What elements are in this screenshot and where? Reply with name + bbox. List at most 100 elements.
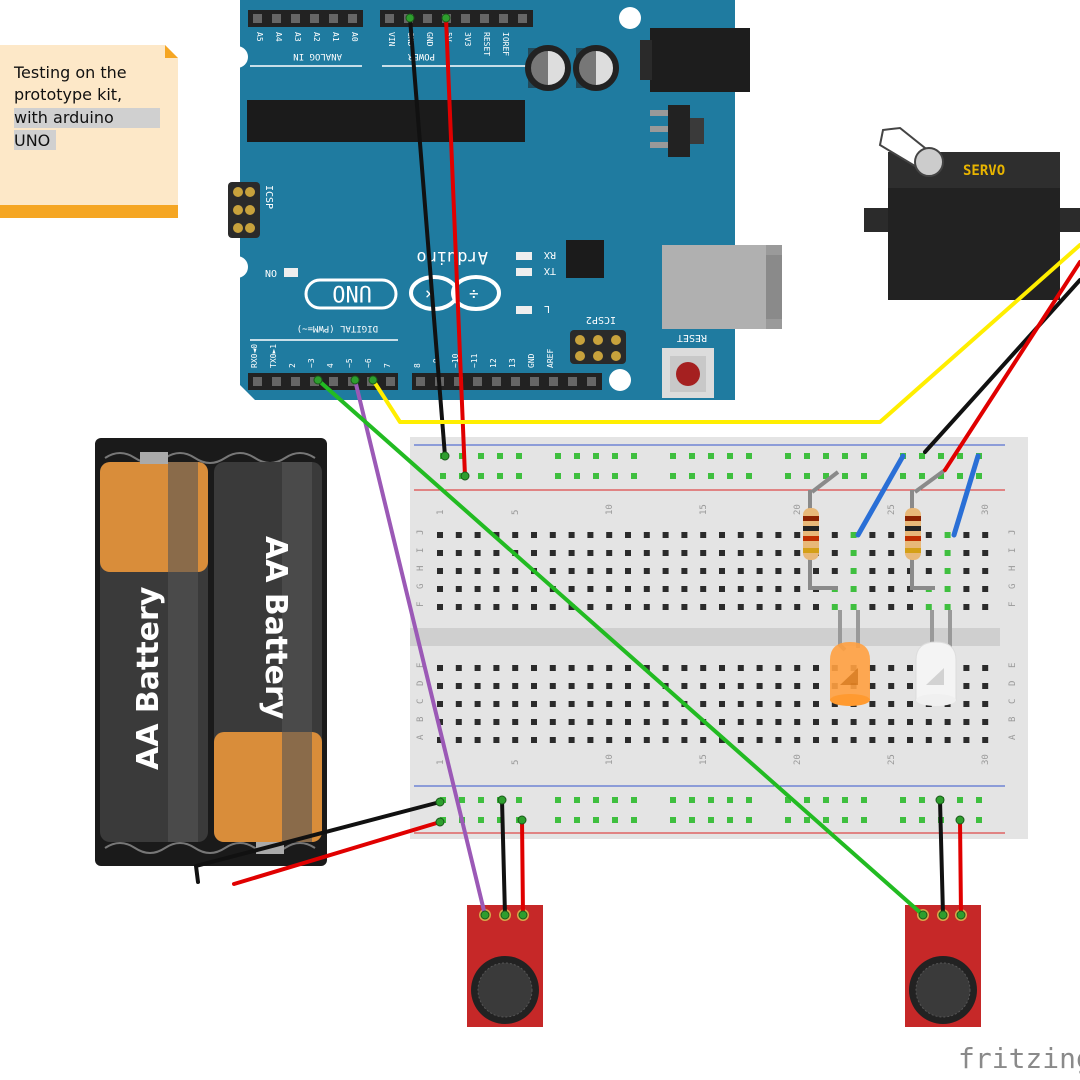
breadboard-hole[interactable]	[497, 817, 503, 823]
breadboard-hole[interactable]	[938, 453, 944, 459]
breadboard-hole[interactable]	[568, 665, 575, 671]
breadboard-hole[interactable]	[625, 737, 631, 743]
breadboard-hole[interactable]	[549, 683, 556, 689]
breadboard-hole[interactable]	[606, 737, 613, 743]
breadboard-hole[interactable]	[662, 604, 669, 610]
breadboard-hole[interactable]	[437, 568, 443, 574]
breadboard-hole[interactable]	[568, 532, 575, 538]
breadboard-hole[interactable]	[531, 586, 537, 592]
breadboard-hole[interactable]	[625, 532, 631, 538]
breadboard-hole[interactable]	[737, 586, 744, 592]
breadboard-hole[interactable]	[681, 665, 688, 671]
breadboard-hole[interactable]	[944, 568, 951, 574]
breadboard-hole[interactable]	[938, 473, 944, 479]
breadboard-hole[interactable]	[587, 532, 594, 538]
breadboard-hole[interactable]	[900, 797, 906, 803]
breadboard-hole[interactable]	[963, 586, 970, 592]
breadboard-hole[interactable]	[775, 737, 782, 743]
breadboard-hole[interactable]	[982, 604, 989, 610]
breadboard-hole[interactable]	[437, 683, 443, 689]
breadboard-hole[interactable]	[593, 817, 599, 823]
breadboard-hole[interactable]	[612, 817, 618, 823]
header-pin[interactable]	[461, 14, 470, 23]
wire-endpoint[interactable]	[938, 910, 948, 920]
breadboard-hole[interactable]	[662, 532, 669, 538]
breadboard-hole[interactable]	[813, 737, 819, 743]
header-pin[interactable]	[511, 377, 520, 386]
breadboard-hole[interactable]	[794, 665, 801, 671]
breadboard-hole[interactable]	[587, 586, 594, 592]
breadboard-hole[interactable]	[869, 665, 876, 671]
breadboard-hole[interactable]	[831, 550, 838, 556]
breadboard-hole[interactable]	[643, 550, 650, 556]
breadboard-hole[interactable]	[700, 737, 707, 743]
breadboard-hole[interactable]	[512, 737, 519, 743]
breadboard-hole[interactable]	[474, 586, 481, 592]
breadboard-hole[interactable]	[869, 550, 876, 556]
breadboard-hole[interactable]	[606, 683, 613, 689]
wire-servo-signal-yellow[interactable]	[371, 243, 1080, 424]
breadboard-hole[interactable]	[689, 797, 695, 803]
wire-mic1-vcc-red[interactable]	[520, 818, 525, 917]
wire-endpoint[interactable]	[368, 375, 378, 385]
breadboard-hole[interactable]	[574, 817, 580, 823]
breadboard-hole[interactable]	[842, 817, 848, 823]
breadboard-hole[interactable]	[957, 473, 963, 479]
breadboard-hole[interactable]	[813, 665, 819, 671]
breadboard-hole[interactable]	[493, 604, 500, 610]
wire-5v-red[interactable]	[444, 16, 467, 478]
breadboard-hole[interactable]	[625, 568, 631, 574]
breadboard-hole[interactable]	[708, 817, 714, 823]
breadboard-hole[interactable]	[842, 473, 848, 479]
breadboard-hole[interactable]	[455, 665, 462, 671]
breadboard-hole[interactable]	[625, 665, 631, 671]
breadboard-hole[interactable]	[737, 665, 744, 671]
header-pin[interactable]	[291, 377, 300, 386]
breadboard-hole[interactable]	[455, 719, 462, 725]
breadboard-hole[interactable]	[794, 737, 801, 743]
breadboard-hole[interactable]	[869, 737, 876, 743]
wire-endpoint[interactable]	[441, 13, 451, 23]
breadboard-hole[interactable]	[719, 604, 725, 610]
wire-servo-vcc-red[interactable]	[943, 260, 1080, 472]
breadboard-hole[interactable]	[606, 719, 613, 725]
breadboard-hole[interactable]	[606, 604, 613, 610]
breadboard-hole[interactable]	[813, 568, 819, 574]
header-pin[interactable]	[587, 377, 596, 386]
breadboard-hole[interactable]	[907, 719, 913, 725]
breadboard-hole[interactable]	[775, 550, 782, 556]
breadboard-hole[interactable]	[574, 453, 580, 459]
breadboard-hole[interactable]	[831, 604, 838, 610]
breadboard-hole[interactable]	[737, 604, 744, 610]
wire-endpoint[interactable]	[460, 471, 470, 481]
breadboard-hole[interactable]	[549, 568, 556, 574]
breadboard-hole[interactable]	[493, 550, 500, 556]
wire-battery-red[interactable]	[232, 820, 442, 886]
breadboard-hole[interactable]	[681, 719, 688, 725]
breadboard-hole[interactable]	[631, 797, 637, 803]
breadboard-hole[interactable]	[831, 719, 838, 725]
breadboard-hole[interactable]	[493, 532, 500, 538]
breadboard-hole[interactable]	[512, 604, 519, 610]
breadboard-hole[interactable]	[869, 604, 876, 610]
wire-endpoint[interactable]	[497, 795, 507, 805]
header-pin[interactable]	[568, 377, 577, 386]
wire-mic2-vcc-red[interactable]	[958, 818, 963, 917]
breadboard-hole[interactable]	[756, 550, 763, 556]
header-pin[interactable]	[386, 377, 395, 386]
breadboard-hole[interactable]	[593, 473, 599, 479]
breadboard-hole[interactable]	[727, 453, 733, 459]
breadboard-hole[interactable]	[869, 532, 876, 538]
breadboard-hole[interactable]	[804, 817, 810, 823]
wire-endpoint[interactable]	[956, 910, 966, 920]
breadboard-hole[interactable]	[531, 604, 537, 610]
breadboard-hole[interactable]	[662, 550, 669, 556]
breadboard-hole[interactable]	[593, 797, 599, 803]
wire-endpoint[interactable]	[517, 815, 527, 825]
breadboard-hole[interactable]	[555, 797, 561, 803]
breadboard-hole[interactable]	[574, 473, 580, 479]
breadboard-hole[interactable]	[925, 719, 932, 725]
breadboard-hole[interactable]	[925, 568, 932, 574]
wire-endpoint[interactable]	[405, 13, 415, 23]
breadboard-hole[interactable]	[555, 473, 561, 479]
